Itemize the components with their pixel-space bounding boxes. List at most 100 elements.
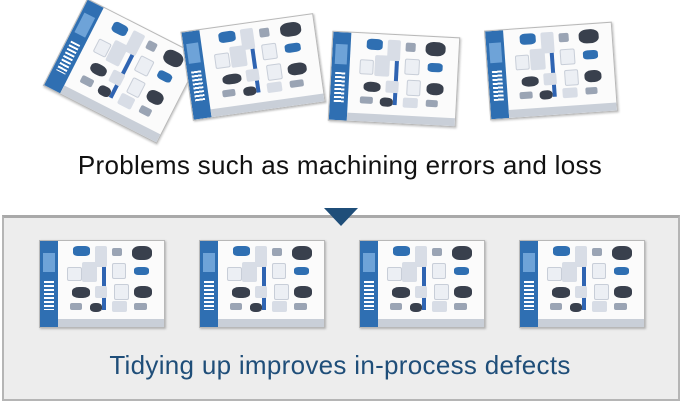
product-photo [591, 263, 607, 280]
aligned-document-4 [519, 240, 645, 328]
product-photo [274, 284, 289, 300]
product-photo [454, 302, 467, 310]
product-photo [414, 285, 427, 298]
product-photo [373, 55, 391, 77]
product-photo [539, 90, 553, 100]
product-photo [221, 89, 236, 98]
product-photo [73, 246, 90, 257]
product-photo [94, 246, 107, 267]
product-photo [242, 261, 258, 283]
product-photo [543, 72, 557, 86]
product-photo [114, 284, 129, 300]
aligned-document-1 [39, 240, 165, 328]
product-photo [549, 302, 563, 310]
product-photo [562, 86, 579, 99]
product-photo [425, 82, 445, 96]
product-photo [271, 301, 287, 312]
product-photo [227, 266, 242, 281]
product-photo [294, 266, 310, 276]
product-photo [111, 247, 122, 257]
product-photo [134, 285, 152, 298]
product-photo [379, 97, 393, 108]
product-photo [385, 80, 399, 94]
product-photo [228, 45, 248, 69]
problem-caption: Problems such as machining errors and lo… [77, 150, 603, 180]
product-photo [155, 68, 174, 85]
product-photo [427, 63, 443, 73]
product-photo [265, 80, 284, 94]
product-photo [569, 302, 582, 312]
aligned-document-2 [199, 240, 325, 328]
product-photo [583, 69, 603, 83]
product-photo [392, 287, 410, 298]
product-photo [111, 301, 127, 312]
product-photo [82, 261, 98, 283]
product-photo [514, 54, 531, 71]
product-photo [434, 284, 449, 300]
product-photo [69, 302, 83, 310]
document-sidebar-band [520, 241, 538, 327]
document-footer [378, 319, 484, 327]
product-photo [134, 302, 147, 310]
product-photo [222, 72, 242, 86]
product-photo [389, 302, 403, 310]
product-photo [402, 261, 418, 283]
document-text-strip [56, 40, 81, 75]
document-text-strip [524, 280, 534, 310]
product-photo [404, 58, 420, 76]
scattered-document-1 [42, 0, 202, 144]
product-photo [123, 29, 146, 57]
product-photo [387, 266, 402, 281]
scattered-document-4 [484, 21, 618, 121]
product-photo [233, 246, 250, 257]
document-divider [262, 247, 266, 310]
document-text-strip [191, 70, 206, 102]
product-photo [431, 263, 447, 280]
product-photo [431, 247, 442, 257]
product-photo [111, 263, 127, 280]
aligned-document-3 [359, 240, 485, 328]
document-footer [508, 102, 617, 119]
product-photo [79, 74, 95, 88]
product-photo [229, 302, 243, 310]
document-sidebar-band [200, 241, 218, 327]
product-photo [133, 55, 155, 78]
document-sidebar-band [485, 30, 510, 120]
product-photo [425, 41, 447, 58]
product-photo [88, 60, 110, 79]
product-photo [454, 285, 472, 298]
document-sidebar-band [360, 241, 378, 327]
product-photo [393, 246, 410, 257]
product-photo [414, 246, 427, 267]
product-photo [409, 302, 422, 312]
product-photo [131, 246, 152, 260]
document-sidebar-band [181, 30, 212, 120]
product-photo [405, 42, 417, 52]
scattered-document-2 [180, 13, 326, 121]
product-photo [431, 301, 447, 312]
document-divider [422, 247, 426, 310]
document-text-strip [333, 72, 346, 103]
product-photo [144, 87, 167, 108]
product-photo [614, 266, 630, 276]
product-photo [574, 246, 587, 267]
product-photo [585, 87, 599, 96]
document-sidebar-band [328, 31, 352, 121]
document-footer [346, 112, 456, 127]
product-photo [359, 96, 373, 105]
product-photo [559, 48, 576, 66]
document-text-strip [44, 280, 54, 310]
product-photo [287, 61, 308, 77]
product-photo [258, 27, 270, 38]
product-photo [519, 91, 533, 100]
product-photo [519, 33, 537, 45]
product-photo [271, 263, 287, 280]
document-divider [582, 247, 586, 310]
scattered-document-3 [327, 30, 461, 128]
document-text-strip [364, 280, 374, 310]
product-photo [451, 246, 472, 260]
product-photo [562, 261, 578, 283]
product-photo [614, 285, 632, 298]
document-text-strip [491, 70, 504, 102]
product-photo [254, 285, 267, 298]
